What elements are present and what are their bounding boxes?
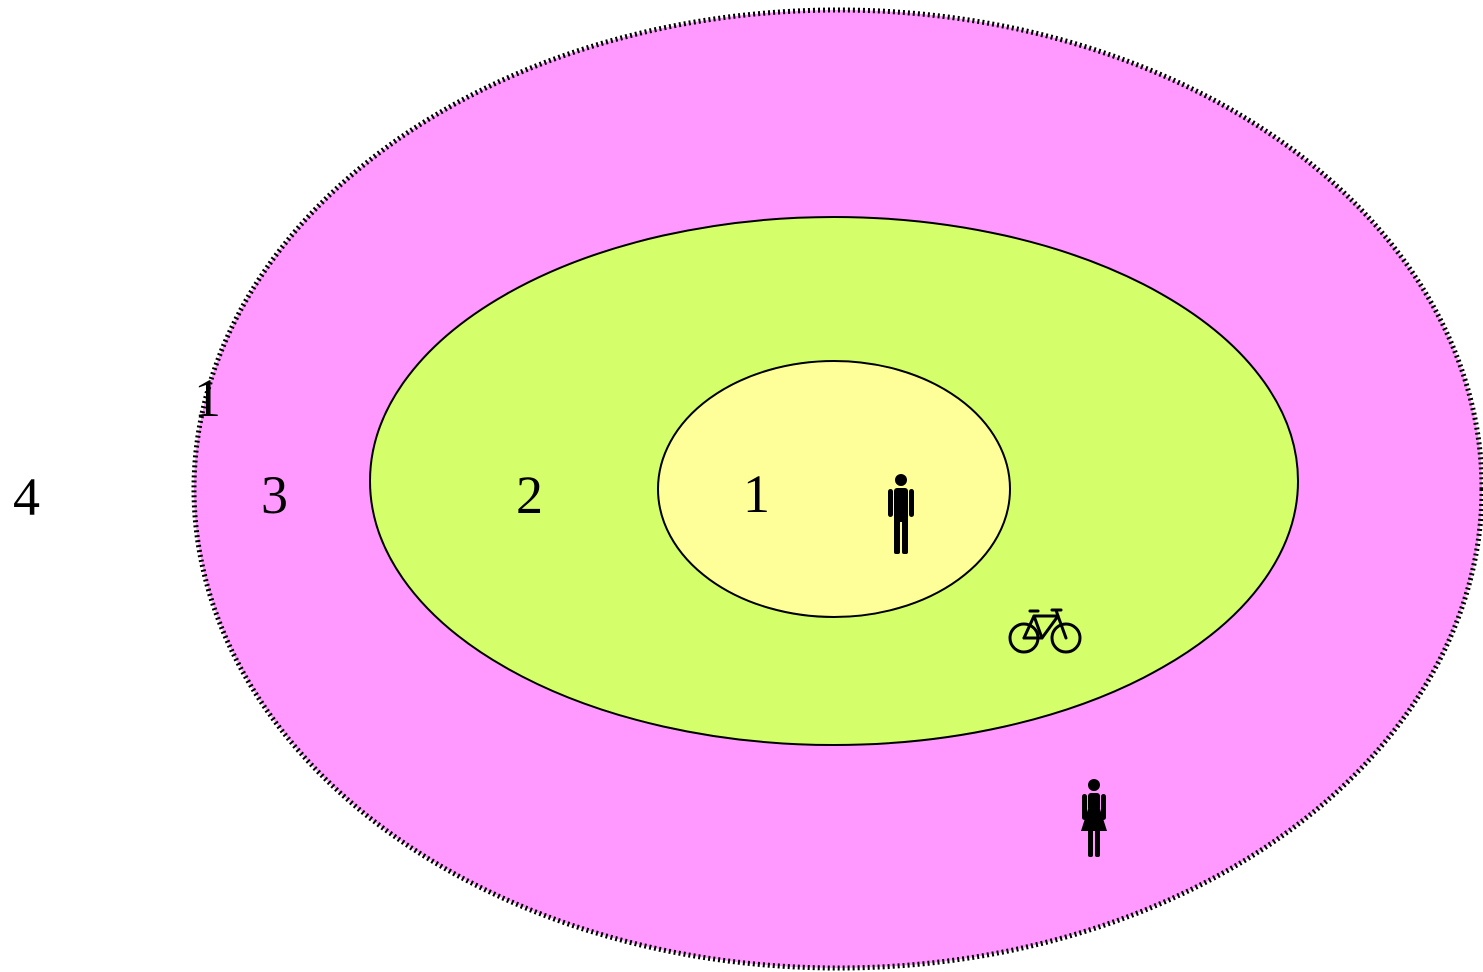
label-outside-zone: 4: [13, 467, 40, 527]
woman-icon: [1081, 779, 1107, 857]
label-middle-ring-zone: 2: [516, 465, 543, 525]
label-outer-ring-extra: 1: [194, 368, 221, 428]
bicycle-icon: [1008, 608, 1082, 654]
man-icon: [888, 474, 914, 554]
label-inner-core-zone: 1: [743, 464, 770, 524]
inner-core-zone: [657, 360, 1011, 618]
label-outer-ring-zone: 3: [261, 465, 288, 525]
